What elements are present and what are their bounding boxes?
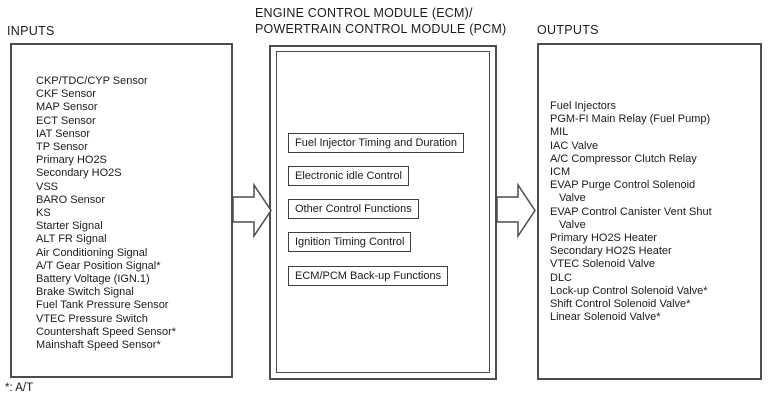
input-item: Secondary HO2S bbox=[36, 167, 122, 180]
input-item: ALT FR Signal bbox=[36, 233, 107, 246]
output-item: IAC Valve bbox=[550, 139, 599, 152]
input-item: VSS bbox=[36, 180, 59, 193]
input-item: Primary HO2S bbox=[36, 154, 107, 167]
output-item: A/C Compressor Clutch Relay bbox=[550, 152, 697, 165]
output-item: Secondary HO2S Heater bbox=[550, 245, 672, 258]
output-item: ICM bbox=[550, 166, 571, 179]
inputs-label: INPUTS bbox=[7, 24, 55, 38]
input-item: TP Sensor bbox=[36, 141, 88, 154]
page-title-line2: POWERTRAIN CONTROL MODULE (PCM) bbox=[255, 22, 507, 36]
ecm-to-outputs-arrow bbox=[496, 182, 536, 239]
inputs-to-ecm-arrow bbox=[232, 182, 272, 239]
output-item: Linear Solenoid Valve* bbox=[550, 311, 661, 324]
input-item: Starter Signal bbox=[36, 220, 103, 233]
input-item: Mainshaft Speed Sensor* bbox=[36, 339, 161, 352]
output-item: EVAP Control Canister Vent Shut Valve bbox=[550, 205, 712, 231]
output-item: Fuel Injectors bbox=[550, 100, 617, 112]
input-item: Air Conditioning Signal bbox=[36, 246, 148, 259]
output-item: VTEC Solenoid Valve bbox=[550, 258, 655, 271]
input-item: IAT Sensor bbox=[36, 127, 91, 140]
function-box-electronic-idle-control: Electronic idle Control bbox=[288, 166, 409, 186]
output-item: Shift Control Solenoid Valve* bbox=[550, 298, 691, 311]
output-item: Primary HO2S Heater bbox=[550, 232, 657, 245]
function-box-ignition-timing-control: Ignition Timing Control bbox=[288, 232, 412, 252]
input-item: ECT Sensor bbox=[36, 114, 96, 127]
input-item: Countershaft Speed Sensor* bbox=[36, 325, 177, 338]
output-item: MIL bbox=[550, 126, 569, 139]
input-item: KS bbox=[36, 207, 51, 220]
footnote-at-legend: *: A/T bbox=[5, 382, 34, 394]
outputs-label: OUTPUTS bbox=[537, 23, 599, 37]
function-box-ecm-pcm-backup: ECM/PCM Back-up Functions bbox=[288, 266, 449, 286]
input-item: Fuel Tank Pressure Sensor bbox=[36, 299, 169, 312]
output-item: EVAP Purge Control Solenoid Valve bbox=[550, 179, 696, 205]
input-item: CKF Sensor bbox=[36, 88, 96, 101]
input-item: VTEC Pressure Switch bbox=[36, 312, 148, 325]
page-title: ENGINE CONTROL MODULE (ECM)/ POWERTRAIN … bbox=[255, 5, 506, 37]
function-box-fuel-injector-timing: Fuel Injector Timing and Duration bbox=[288, 133, 465, 153]
input-item: Battery Voltage (IGN.1) bbox=[36, 273, 150, 286]
input-item: CKP/TDC/CYP Sensor bbox=[36, 75, 148, 87]
output-item: PGM-FI Main Relay (Fuel Pump) bbox=[550, 113, 711, 126]
input-item: Brake Switch Signal bbox=[36, 286, 134, 299]
input-item: BARO Sensor bbox=[36, 193, 106, 206]
ecm-inner-box bbox=[276, 51, 490, 373]
output-item: Lock-up Control Solenoid Valve* bbox=[550, 284, 708, 297]
function-box-other-control-functions: Other Control Functions bbox=[288, 199, 419, 219]
output-item: DLC bbox=[550, 271, 573, 284]
input-item: A/T Gear Position Signal* bbox=[36, 259, 161, 272]
input-item: MAP Sensor bbox=[36, 101, 98, 114]
page-title-line1: ENGINE CONTROL MODULE (ECM)/ bbox=[255, 6, 473, 20]
